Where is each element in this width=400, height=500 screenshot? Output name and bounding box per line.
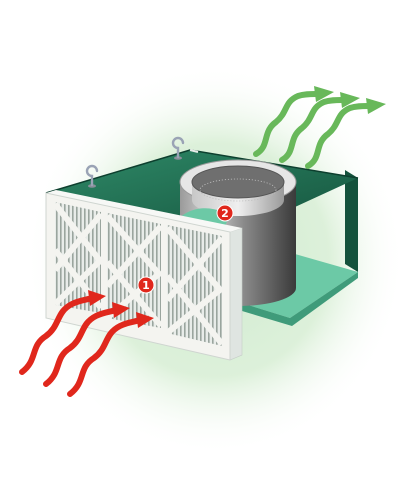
marker-2: 2 [216,204,234,222]
outflow-arrow-icon [253,91,371,169]
outflow-arrowheads [314,86,386,114]
marker-1: 1 [137,276,155,294]
housing-top-highlight [189,149,199,153]
housing-right-wall [345,170,358,272]
inflow-arrow-icon [19,295,143,397]
filter-side-face [229,227,243,361]
marker-2-label: 2 [221,207,229,220]
marker-1-label: 1 [142,279,150,292]
lifting-hook-icon [171,136,185,160]
inflow-arrowheads [88,290,154,328]
filter-top-edge [46,190,242,232]
housing-floor-edge [232,272,358,326]
lifting-hook-icon [85,164,99,188]
